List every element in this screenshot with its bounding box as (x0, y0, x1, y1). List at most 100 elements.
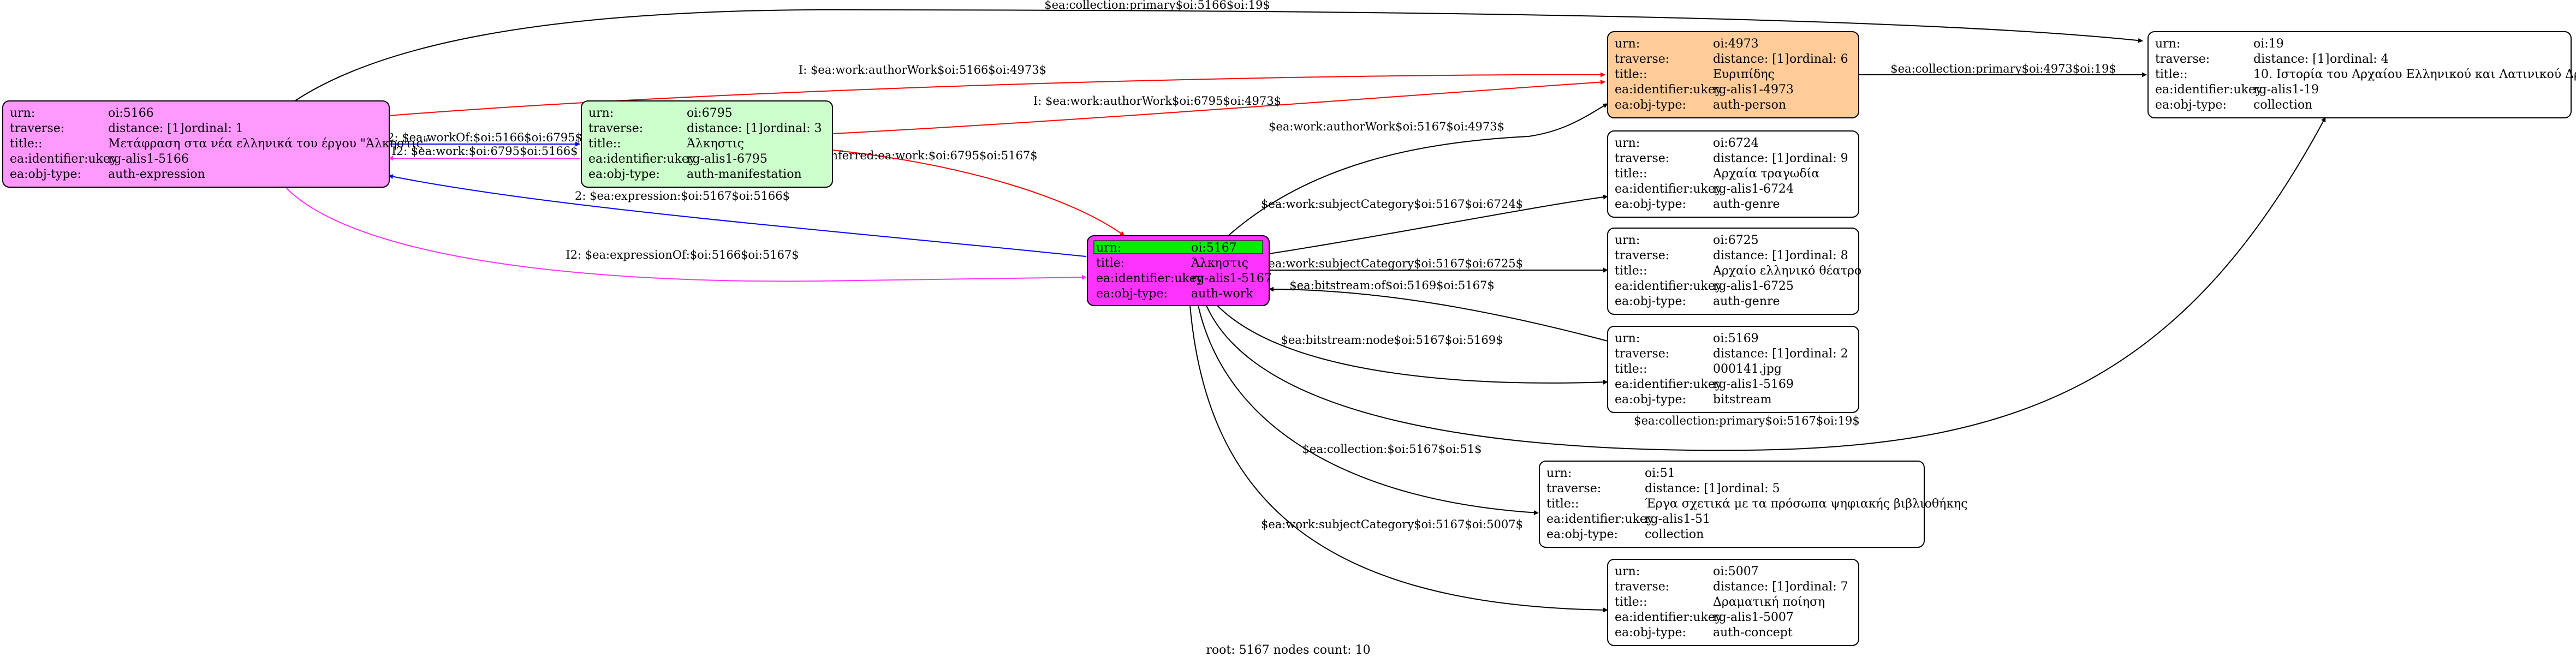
node-key: ea:obj-type: (1615, 393, 1686, 407)
node-value: rg-alis1-5167 (1191, 272, 1272, 285)
edge-label: I2: $ea:work:$oi:6795$oi:5166$ (391, 145, 578, 158)
node-value: oi:5007 (1713, 565, 1759, 578)
node-value: Ευριπίδης (1713, 68, 1775, 81)
node-value: auth-expression (108, 168, 205, 181)
node-value: Άλκηστις (686, 137, 744, 151)
node-key: traverse: (1615, 580, 1669, 594)
node-key: ea:obj-type: (1096, 287, 1168, 301)
node-value: rg-alis1-19 (2253, 83, 2319, 97)
node-key: urn: (1615, 332, 1640, 345)
node-value: distance: [1] (2253, 52, 2329, 66)
node-key: ea:identifier:ukey (1615, 182, 1722, 196)
node-key: urn: (588, 106, 614, 120)
node-key: title:: (1615, 167, 1647, 181)
node-value: oi:5166 (108, 106, 154, 120)
edge-label: $ea:work:subjectCategory$oi:5167$oi:6725… (1261, 257, 1523, 270)
node-value: bitstream (1713, 393, 1772, 407)
node-value: auth-genre (1713, 198, 1780, 211)
node-value: oi:51 (1645, 467, 1675, 480)
node-value: oi:6795 (687, 106, 733, 120)
edge-subjectcategory-5167-6724: $ea:work:subjectCategory$oi:5167$oi:6724… (1261, 194, 1608, 254)
node-key: traverse: (1615, 152, 1669, 165)
node-value: oi:6725 (1713, 234, 1759, 247)
node-oi-5007[interactable]: urn: oi:5007 traverse: distance: [1] ord… (1607, 559, 1859, 646)
edge-bitstream-node-5167-5169: $ea:bitstream:node$oi:5167$oi:5169$ (1217, 305, 1608, 385)
edge-label: $ea:work:subjectCategory$oi:5167$oi:5007… (1261, 518, 1523, 531)
node-box (1607, 130, 1859, 218)
node-value: rg-alis1-4973 (1713, 83, 1794, 97)
node-box (2, 100, 390, 188)
node-value: distance: [1] (108, 122, 184, 135)
node-oi-51[interactable]: urn: oi:51 traverse: distance: [1] ordin… (1539, 461, 1968, 548)
edge-label: I: $ea:work:authorWork$oi:6795$oi:4973$ (1033, 94, 1281, 107)
edge-subjectcategory-5167-5007: $ea:work:subjectCategory$oi:5167$oi:5007… (1189, 305, 1608, 613)
node-value: oi:19 (2253, 37, 2284, 51)
edge-label: $ea:collection:primary$oi:5166$oi:19$ (1044, 0, 1270, 11)
node-key: ea:identifier:ukey (1615, 378, 1722, 391)
node-value: distance: [1] (1713, 249, 1789, 262)
node-key: ea:obj-type: (1615, 98, 1686, 112)
node-value: 000141.jpg (1713, 362, 1782, 376)
edge-label: $ea:collection:primary$oi:4973$oi:19$ (1890, 62, 2116, 75)
node-urn-highlight (1093, 240, 1263, 254)
edge-collection-primary-4973-19: $ea:collection:primary$oi:4973$oi:19$ (1859, 62, 2147, 77)
node-value: Έργα σχετικά με τα πρόσωπα ψηφιακής βιβλ… (1645, 497, 1968, 511)
node-value-ordinal: ordinal: 2 (1789, 347, 1848, 361)
node-key: traverse: (1546, 482, 1601, 495)
node-key: urn: (1615, 37, 1640, 51)
node-value: distance: [1] (1713, 347, 1789, 361)
node-value: oi:4973 (1713, 37, 1759, 51)
graph-footer: root: 5167 nodes count: 10 (1206, 643, 1370, 657)
node-key: title:: (1546, 497, 1579, 511)
edge-bitstream-of-5169-5167: $ea:bitstream:of$oi:5169$oi:5167$ (1269, 279, 1608, 342)
node-key: ea:identifier:ukey (588, 152, 696, 166)
node-value: rg-alis1-51 (1645, 512, 1710, 526)
node-key: title:: (2155, 68, 2188, 81)
node-value: auth-work (1191, 287, 1253, 301)
node-key: title: (1096, 256, 1125, 270)
node-key: urn: (1615, 565, 1640, 578)
node-key: ea:obj-type: (1615, 626, 1686, 640)
node-key: ea:obj-type: (10, 168, 81, 181)
edge-collection-primary-5167-19: $ea:collection:primary$oi:5167$oi:19$ (1206, 117, 2326, 451)
node-key: traverse: (10, 122, 64, 135)
node-key: traverse: (1615, 249, 1669, 262)
node-value-ordinal: ordinal: 1 (185, 122, 243, 135)
node-oi-5169[interactable]: urn: oi:5169 traverse: distance: [1] ord… (1607, 326, 1859, 413)
node-oi-6795[interactable]: urn: oi:6795 traverse: distance: [1] ord… (581, 100, 833, 188)
edge-authorwork-5166-4973: I: $ea:work:authorWork$oi:5166$oi:4973$ (388, 63, 1605, 116)
node-key: ea:obj-type: (1615, 198, 1686, 211)
node-oi-5167-root[interactable]: urn: oi:5167 title: Άλκηστις ea:identifi… (1087, 235, 1272, 306)
node-value: 10. Ιστορία του Αρχαίου Ελληνικού και Λα… (2253, 68, 2576, 81)
node-key: traverse: (1615, 347, 1669, 361)
edge-expressionof-5166-5167: I2: $ea:expressionOf:$oi:5166$oi:5167$ (286, 188, 1087, 282)
node-key: title:: (588, 137, 621, 151)
node-box (1539, 461, 1925, 548)
edge-collection-primary-5166-19: $ea:collection:primary$oi:5166$oi:19$ (294, 0, 2143, 101)
node-oi-5166[interactable]: urn: oi:5166 traverse: distance: [1] ord… (2, 100, 429, 188)
node-value: Δραματική ποίηση (1713, 595, 1825, 609)
node-key: urn: (1615, 136, 1640, 150)
edge-expression-5167-5166: 2: $ea:expression:$oi:5167$oi:5166$ (388, 174, 1087, 257)
node-key: ea:obj-type: (588, 168, 660, 181)
node-value: Αρχαίο ελληνικό θέατρο (1712, 264, 1861, 278)
node-key: traverse: (2155, 52, 2210, 66)
edge-inferred-work-6795-5167: I: $inferred:ea:work:$oi:6795$oi:5167$ (807, 149, 1125, 236)
node-value: auth-concept (1713, 626, 1793, 640)
node-value: Αρχαία τραγωδία (1712, 167, 1819, 181)
node-value: rg-alis1-6795 (687, 152, 768, 166)
edge-subjectcategory-5167-6725: $ea:work:subjectCategory$oi:5167$oi:6725… (1261, 257, 1608, 273)
node-value: oi:6724 (1713, 136, 1759, 150)
node-value-ordinal: ordinal: 7 (1789, 580, 1848, 594)
node-value-ordinal: ordinal: 8 (1789, 249, 1848, 262)
node-oi-6725[interactable]: urn: oi:6725 traverse: distance: [1] ord… (1607, 228, 1861, 315)
node-value: oi:5169 (1713, 332, 1759, 345)
node-oi-4973[interactable]: urn: oi:4973 traverse: distance: [1] ord… (1607, 31, 1859, 118)
node-value: distance: [1] (1713, 52, 1789, 66)
node-key: urn: (10, 106, 35, 120)
node-oi-6724[interactable]: urn: oi:6724 traverse: distance: [1] ord… (1607, 130, 1859, 218)
node-oi-19[interactable]: urn: oi:19 traverse: distance: [1] ordin… (2147, 31, 2576, 118)
edge-label: I: $ea:work:authorWork$oi:5166$oi:4973$ (799, 63, 1046, 76)
node-value: collection (2253, 98, 2312, 112)
